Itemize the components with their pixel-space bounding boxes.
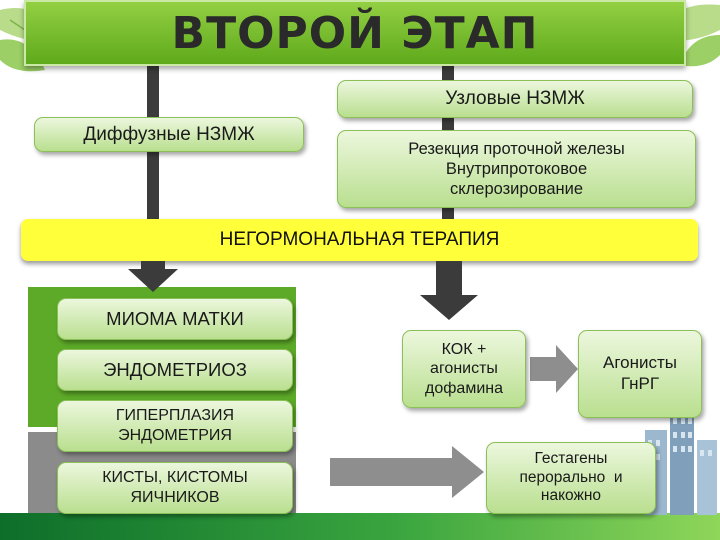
bottom-stripe — [0, 513, 720, 540]
condition-endometriosis: ЭНДОМЕТРИОЗ — [57, 349, 293, 391]
nodular-box: Узловые НЗМЖ — [337, 80, 693, 118]
treatment-gnrh-agonists: Агонисты ГнРГ — [578, 330, 702, 418]
condition-label: МИОМА МАТКИ — [106, 307, 244, 329]
diffuse-box: Диффузные НЗМЖ — [34, 117, 304, 152]
arrow-shaft-left-lower — [147, 152, 159, 219]
down-arrow-left — [128, 261, 178, 292]
treatment-line: Гестагены — [534, 449, 608, 467]
down-arrow-right — [420, 261, 478, 320]
page-title: ВТОРОЙ ЭТАП — [171, 7, 539, 59]
arrow-right-icon — [330, 446, 484, 498]
treatment-line: Агонисты — [602, 353, 677, 373]
condition-label: ГИПЕРПЛАЗИЯ — [115, 407, 235, 425]
therapy-banner: НЕГОРМОНАЛЬНАЯ ТЕРАПИЯ — [21, 219, 698, 261]
condition-label: ЭНДОМЕТРИОЗ — [103, 358, 247, 380]
title-banner: ВТОРОЙ ЭТАП — [24, 0, 686, 66]
arrow-shaft-right — [442, 66, 454, 80]
treatment-line: Внутрипротоковое — [445, 159, 588, 178]
treatment-line: Резекция проточной железы — [408, 139, 625, 158]
condition-ovarian-cysts: КИСТЫ, КИСТОМЫ ЯИЧНИКОВ — [57, 462, 293, 514]
diffuse-label: Диффузные НЗМЖ — [83, 123, 255, 145]
arrow-right-icon — [530, 345, 578, 393]
arrow-shaft-right-lower — [442, 208, 454, 219]
treatment-kok: КОК + агонисты дофамина — [402, 330, 526, 408]
treatment-line: агонисты — [430, 360, 498, 378]
treatment-line: ГнРГ — [620, 374, 660, 393]
condition-myoma: МИОМА МАТКИ — [57, 298, 293, 340]
chevron-right-icon — [296, 450, 330, 490]
arrow-shaft-right-mid — [442, 118, 454, 130]
chevron-right-icon — [296, 325, 372, 418]
treatment-gestagens: Гестагены перорально и накожно — [486, 442, 656, 514]
treatment-line: КОК + — [441, 340, 487, 358]
condition-label: ЭНДОМЕТРИЯ — [118, 427, 232, 444]
treatment-line: склерозирование — [449, 180, 584, 199]
nodular-label: Узловые НЗМЖ — [445, 88, 585, 110]
arrow-shaft-left — [147, 66, 159, 118]
condition-label: ЯИЧНИКОВ — [130, 489, 220, 506]
treatment-line: дофамина — [425, 379, 503, 397]
condition-hyperplasia: ГИПЕРПЛАЗИЯ ЭНДОМЕТРИЯ — [57, 400, 293, 452]
nodular-treatment-box: Резекция проточной железы Внутрипротоков… — [337, 130, 696, 208]
condition-label: КИСТЫ, КИСТОМЫ — [102, 469, 248, 487]
treatment-line: накожно — [540, 487, 602, 505]
therapy-banner-label: НЕГОРМОНАЛЬНАЯ ТЕРАПИЯ — [219, 229, 500, 250]
treatment-line: перорально и — [519, 468, 623, 486]
